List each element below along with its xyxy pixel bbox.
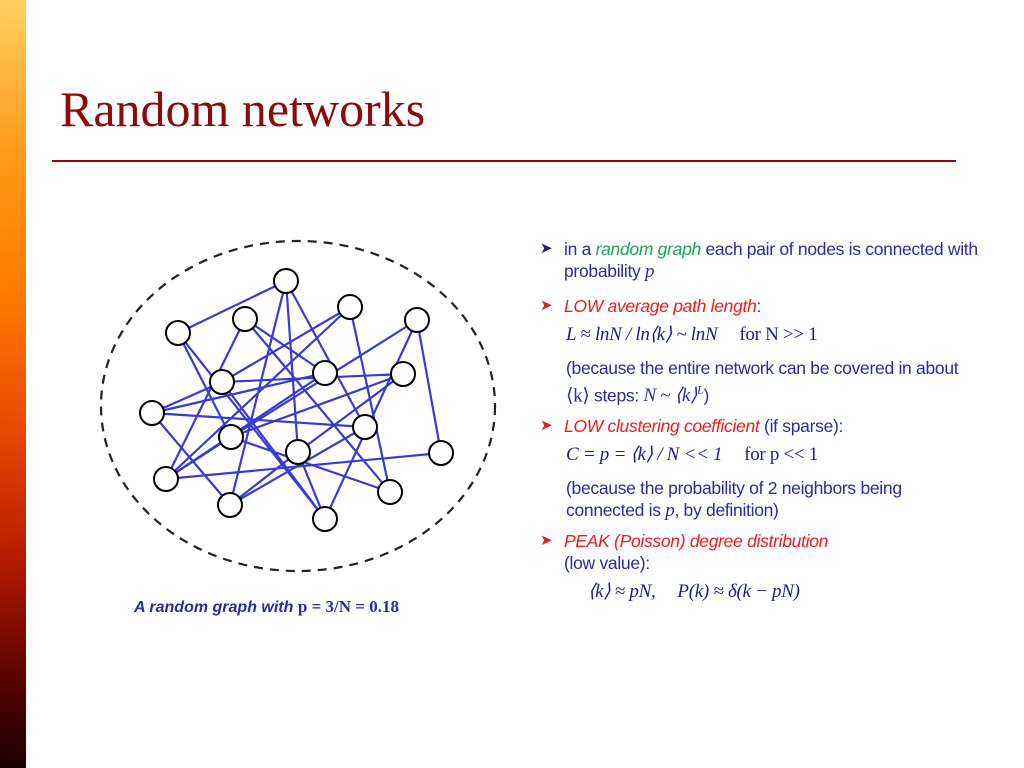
slide-title: Random networks xyxy=(60,81,426,137)
graph-node xyxy=(232,306,258,332)
caption-equation: p = 3/N = 0.18 xyxy=(297,597,399,616)
graph-node xyxy=(209,369,235,395)
b2-formula-cond: for N >> 1 xyxy=(739,324,818,345)
path-length-formula: L ≈ lnN / ln⟨k⟩ ~ lnN for N >> 1 xyxy=(540,323,980,347)
graph-node xyxy=(377,479,403,505)
graph-boundary xyxy=(99,239,497,573)
graph-node xyxy=(139,400,165,426)
caption-prefix: A random graph with xyxy=(134,599,298,616)
b2-note-steps: steps: xyxy=(589,385,644,406)
b3-post: (if sparse): xyxy=(759,416,844,437)
b4-highlight: PEAK (Poisson) degree distribution xyxy=(564,531,829,552)
b2-note-eq-text: N ~ ⟨k⟩ xyxy=(643,385,698,407)
b2-formula-main: L ≈ lnN / ln⟨k⟩ ~ lnN xyxy=(566,324,718,345)
graph-node xyxy=(153,466,179,492)
graph-node xyxy=(428,440,454,466)
bullet-path-length: ➤ LOW average path length: xyxy=(540,295,980,317)
graph-node xyxy=(337,294,363,320)
graph-node xyxy=(312,360,338,386)
arrow-bullet-icon: ➤ xyxy=(540,240,553,257)
bullet-panel: ➤ in a random graph each pair of nodes i… xyxy=(540,238,980,614)
b4-formula-right: P(k) ≈ δ(k − pN) xyxy=(677,581,800,603)
degree-formula: ⟨k⟩ ≈ pN, P(k) ≈ δ(k − pN) xyxy=(540,580,980,604)
b4-formula-left: ⟨k⟩ ≈ pN, xyxy=(588,581,656,603)
graph-node xyxy=(404,307,430,333)
b3-highlight: LOW clustering coefficient xyxy=(564,416,760,437)
clustering-note: (because the probability of 2 neighbors … xyxy=(540,477,980,522)
b1-pre: in a xyxy=(564,239,596,259)
b4-post: (low value): xyxy=(564,553,650,574)
graph-node xyxy=(218,424,244,450)
b2-note-close: ) xyxy=(703,385,709,406)
graph-nodes xyxy=(139,268,454,532)
graph-node xyxy=(285,439,311,465)
arrow-bullet-icon: ➤ xyxy=(540,532,553,550)
decorative-gradient-bar xyxy=(0,0,26,768)
b2-note-math: ⟨k⟩ xyxy=(566,385,590,407)
b2-note-main: (because the entire network can be cover… xyxy=(566,358,959,378)
b2-note-sup: L xyxy=(697,383,704,397)
b3-formula-main: C = p = ⟨k⟩ / N << 1 xyxy=(566,444,723,466)
graph-node xyxy=(273,268,299,294)
b2-note-eq: N ~ ⟨k⟩L xyxy=(643,383,704,407)
clustering-formula: C = p = ⟨k⟩ / N << 1 for p << 1 xyxy=(540,443,980,467)
bullet-clustering: ➤ LOW clustering coefficient (if sparse)… xyxy=(540,415,980,437)
arrow-bullet-icon: ➤ xyxy=(540,297,553,314)
graph-node xyxy=(312,506,338,532)
b2-post: : xyxy=(756,296,762,316)
graph-node xyxy=(390,361,416,387)
path-length-note: (because the entire network can be cover… xyxy=(540,357,980,407)
graph-node xyxy=(217,492,243,518)
random-graph-diagram xyxy=(99,239,497,573)
b3-note-tail: , by definition) xyxy=(674,500,779,521)
b3-note-main: (because the probability of 2 neighbors … xyxy=(566,478,902,521)
b3-formula-cond: for p << 1 xyxy=(744,444,819,466)
b1-post: each pair of nodes is connected with pro… xyxy=(564,239,978,281)
arrow-bullet-icon: ➤ xyxy=(540,417,553,435)
b2-highlight: LOW average path length xyxy=(564,296,757,316)
b3-note-var: p xyxy=(665,500,675,522)
graph-caption: A random graph with p = 3/N = 0.18 xyxy=(134,597,399,617)
bullet-degree-distribution: ➤ PEAK (Poisson) degree distribution (lo… xyxy=(540,530,980,574)
b3-note-var-wrap: p xyxy=(665,500,675,522)
b1-var-p: p xyxy=(645,261,655,282)
b1-var: p xyxy=(645,261,655,282)
bullet-random-graph: ➤ in a random graph each pair of nodes i… xyxy=(540,238,980,283)
graph-edges xyxy=(150,279,443,521)
b1-highlight: random graph xyxy=(595,239,702,259)
graph-node xyxy=(165,320,191,346)
title-underline xyxy=(52,160,956,162)
graph-node xyxy=(352,414,378,440)
